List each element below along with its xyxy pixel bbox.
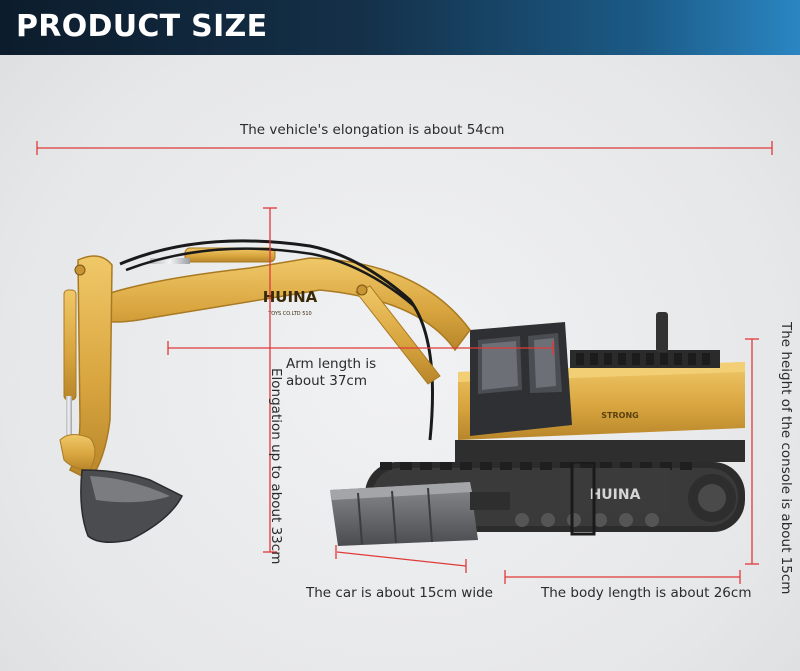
- dimension-lines: [36, 141, 773, 584]
- car-width-label: The car is about 15cm wide: [306, 585, 493, 601]
- track-brand-text: HUINA: [590, 487, 641, 503]
- dozer-blade: [330, 482, 510, 546]
- elongation-label: The vehicle's elongation is about 54cm: [240, 122, 505, 138]
- bucket: [80, 469, 184, 543]
- body-length-label: The body length is about 26cm: [541, 585, 752, 601]
- console-height-label: The height of the console is about 15cm: [778, 322, 794, 595]
- cab-text: STRONG: [601, 411, 638, 420]
- arm-brand-text: HUINA: [263, 288, 318, 306]
- track-frame: HUINA: [560, 460, 670, 536]
- height-label: Elongation up to about 33cm: [268, 368, 284, 565]
- arm-length-label-line2: about 37cm: [286, 373, 367, 389]
- boom-arm: HUINA TOYS CO.LTD 510: [89, 239, 471, 441]
- dipper-stick: [59, 255, 113, 481]
- page-title: PRODUCT SIZE: [16, 9, 268, 44]
- cab: [470, 322, 572, 436]
- arm-length-label-line1: Arm length is: [286, 356, 377, 372]
- arm-subtext: TOYS CO.LTD 510: [267, 311, 311, 317]
- header-banner: PRODUCT SIZE: [0, 0, 800, 55]
